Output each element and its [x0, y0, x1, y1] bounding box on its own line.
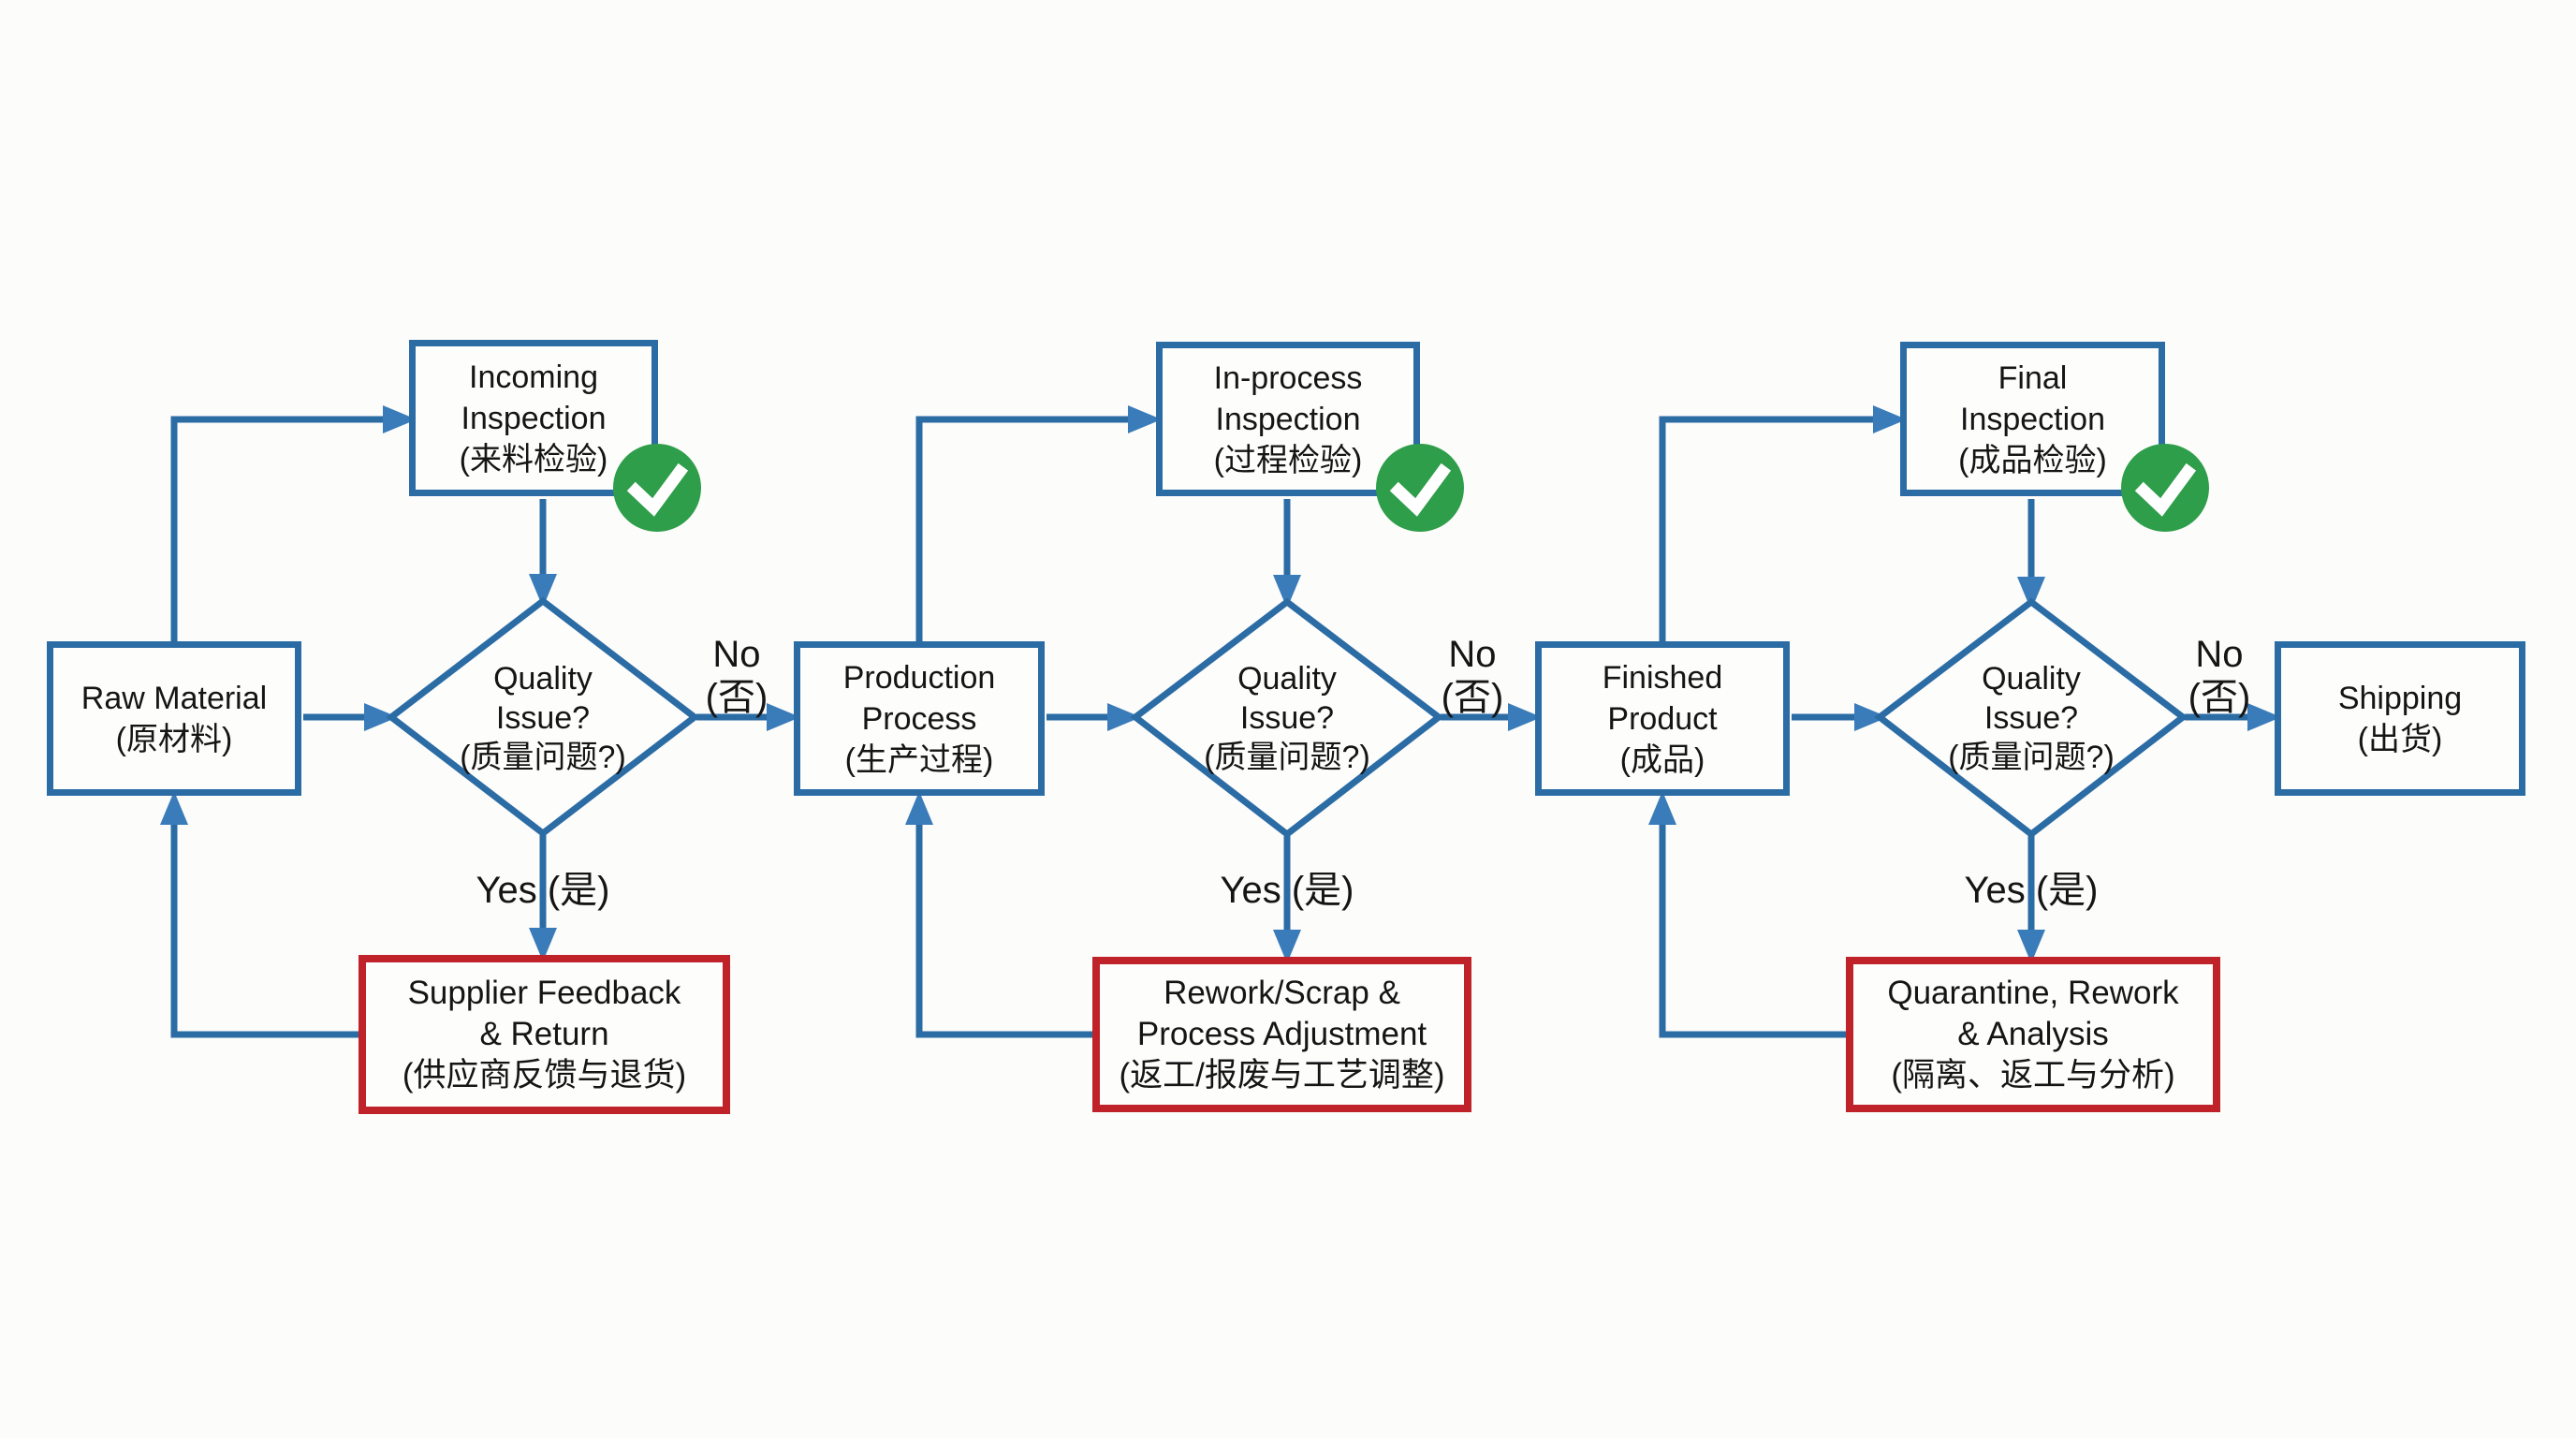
node-line: Product [1607, 700, 1718, 737]
edge-label-no-2: No (否) [1398, 633, 1547, 719]
decision-diamond-1 [386, 596, 700, 838]
node-line: Supplier Feedback [407, 975, 681, 1011]
edge-label-no-zh: (否) [2188, 677, 2251, 718]
check-icon [1376, 444, 1464, 532]
edge-supplier-to-raw [160, 791, 359, 1038]
edge-rework-to-production [905, 791, 1092, 1038]
decision-quality-issue-1: Quality Issue? (质量问题?) [402, 629, 683, 807]
decision-line: Issue? [1983, 700, 2079, 736]
node-line: (生产过程) [844, 741, 994, 778]
edge-label-no-zh: (否) [1441, 677, 1504, 718]
decision-line: Issue? [1239, 700, 1335, 736]
decision-quality-issue-2: Quality Issue? (质量问题?) [1147, 629, 1427, 807]
node-line: (成品) [1619, 741, 1705, 778]
node-line: Process Adjustment [1136, 1016, 1427, 1052]
node-line: Inspection [1960, 401, 2105, 437]
decision-line: (质量问题?) [1204, 740, 1370, 775]
edge-label-yes-2: Yes (是) [1220, 870, 1354, 911]
node-production-process: Production Process (生产过程) [794, 641, 1045, 796]
node-line: & Analysis [1957, 1016, 2109, 1052]
node-line: (来料检验) [459, 441, 608, 477]
node-supplier-feedback-return: Supplier Feedback & Return (供应商反馈与退货) [359, 955, 730, 1114]
decision-line: Issue? [495, 700, 591, 736]
edge-label-no-en: No [712, 634, 761, 675]
node-line: (原材料) [115, 721, 233, 757]
node-raw-material: Raw Material (原材料) [47, 641, 301, 796]
node-in-process-inspection: In-process Inspection (过程检验) [1156, 342, 1420, 496]
edge-label-no-zh: (否) [705, 677, 768, 718]
node-line: (供应商反馈与退货) [402, 1057, 687, 1093]
node-finished-product: Finished Product (成品) [1535, 641, 1790, 796]
node-line: Process [861, 700, 977, 737]
node-line: (隔离、返工与分析) [1891, 1057, 2175, 1093]
node-line: Raw Material [80, 680, 268, 716]
check-icon [613, 444, 701, 532]
node-line: Quarantine, Rework [1887, 975, 2179, 1011]
node-line: Inspection [1215, 401, 1361, 437]
node-line: In-process [1213, 360, 1363, 396]
node-line: (返工/报废与工艺调整) [1119, 1057, 1445, 1093]
edge-production-to-inprocess [915, 405, 1162, 646]
edge-label-no-en: No [1448, 634, 1497, 675]
check-icon [2121, 444, 2209, 532]
edge-label-yes-3: Yes (是) [1964, 870, 2099, 911]
edge-quarantine-to-finished [1648, 791, 1846, 1038]
decision-line: Quality [1237, 661, 1337, 697]
node-line: Final [1998, 360, 2068, 396]
edge-label-yes-1: Yes (是) [476, 870, 610, 911]
node-final-inspection: Final Inspection (成品检验) [1900, 342, 2165, 496]
decision-line: Quality [1982, 661, 2081, 697]
decision-quality-issue-3: Quality Issue? (质量问题?) [1891, 629, 2172, 807]
decision-diamond-2 [1130, 597, 1444, 839]
edge-label-no-en: No [2195, 634, 2244, 675]
decision-line: (质量问题?) [460, 740, 626, 775]
edge-finished-to-final [1659, 405, 1907, 646]
node-line: & Return [479, 1016, 609, 1052]
decision-diamond-3 [1874, 597, 2188, 839]
node-line: Finished [1602, 659, 1723, 696]
node-line: (过程检验) [1213, 442, 1363, 478]
node-line: Inspection [461, 400, 607, 436]
node-shipping: Shipping (出货) [2275, 641, 2525, 796]
node-line: (出货) [2357, 721, 2443, 757]
node-quarantine-rework-analysis: Quarantine, Rework & Analysis (隔离、返工与分析) [1846, 957, 2220, 1112]
node-line: Incoming [469, 359, 598, 395]
edge-label-no-1: No (否) [662, 633, 812, 719]
node-line: (成品检验) [1958, 442, 2107, 478]
node-line: Shipping [2337, 680, 2463, 716]
node-rework-scrap-adjustment: Rework/Scrap & Process Adjustment (返工/报废… [1092, 957, 1471, 1112]
decision-line: Quality [493, 661, 593, 697]
edge-label-no-3: No (否) [2144, 633, 2294, 719]
node-line: Rework/Scrap & [1164, 975, 1400, 1011]
decision-line: (质量问题?) [1948, 740, 2115, 775]
node-line: Production [842, 659, 996, 696]
edge-raw-to-incoming [170, 405, 417, 646]
